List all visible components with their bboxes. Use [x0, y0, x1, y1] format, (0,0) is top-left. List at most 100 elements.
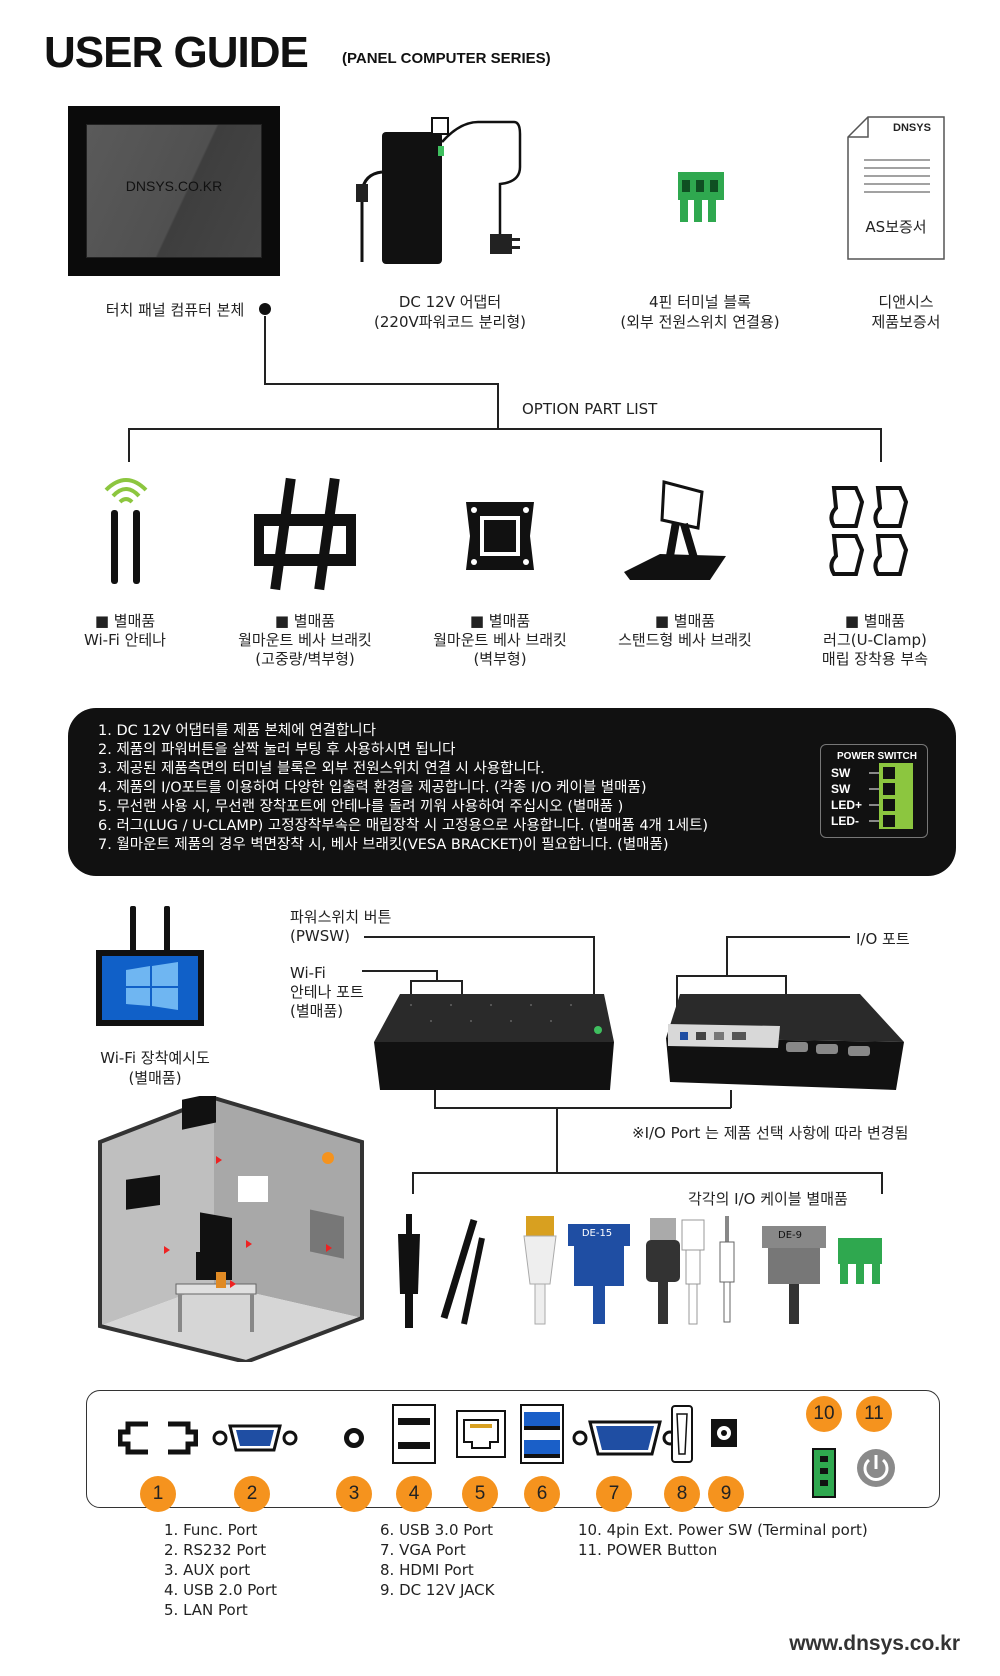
option-line: 월마운트 베사 브래킷	[433, 631, 567, 649]
option-tag: ■ 별매품	[469, 612, 531, 630]
connector-line	[264, 316, 266, 384]
option-line: 러그(U-Clamp)	[823, 631, 927, 649]
vga-port-icon	[572, 1420, 678, 1456]
warranty-document-image	[847, 116, 945, 260]
panel-screen-text: DNSYS.CO.KR	[125, 178, 223, 194]
page-title: USER GUIDE	[44, 28, 309, 77]
wifi-mount-example-image	[96, 906, 204, 1026]
notice-line: 3. 제공된 제품측면의 터미널 블록은 외부 전원스위치 연결 시 사용합니다…	[98, 761, 545, 777]
port-number-3: 3	[336, 1476, 372, 1512]
port-number-10: 10	[806, 1396, 842, 1432]
io-note: ※I/O Port 는 제품 선택 사항에 따라 변경됨	[632, 1124, 909, 1142]
hdmi-port-icon	[671, 1405, 693, 1463]
callout-line	[364, 936, 594, 938]
legend-item: 7. VGA Port	[380, 1541, 466, 1559]
panel-computer-image: DNSYS.CO.KR	[68, 106, 280, 276]
option-item-stand-bracket: ■ 별매품 스탠드형 베사 브래킷	[600, 612, 770, 650]
wall-mount-bracket-image	[466, 502, 534, 570]
power-switch-title: POWER SWITCH	[837, 751, 917, 762]
option-tag: ■ 별매품	[844, 612, 906, 630]
callout-line	[410, 980, 462, 982]
option-tag: ■ 별매품	[94, 612, 156, 630]
back-view-left-image	[374, 994, 614, 1090]
io-cables-image	[398, 1214, 882, 1328]
option-item-wall-bracket: ■ 별매품 월마운트 베사 브래킷 (벽부형)	[415, 612, 585, 669]
port-number-1: 1	[140, 1476, 176, 1512]
warranty-label-line1: 디앤시스	[878, 293, 934, 311]
port-legend-col1: 1. Func. Port 2. RS232 Port 3. AUX port …	[164, 1520, 277, 1620]
connector-line	[128, 428, 882, 430]
connector-line	[880, 428, 882, 462]
wifi-antenna-image	[104, 478, 148, 584]
port-number-11: 11	[856, 1396, 892, 1432]
legend-item: 10. 4pin Ext. Power SW (Terminal port)	[578, 1521, 868, 1539]
notice-line: 2. 제품의 파워버튼을 살짝 눌러 부팅 후 사용하시면 됩니다	[98, 742, 456, 758]
connector-line	[264, 383, 498, 385]
notice-box: 1. DC 12V 어댑터를 제품 본체에 연결합니다 2. 제품의 파워버튼을…	[68, 708, 956, 876]
terminal-label-line2: (외부 전원스위치 연결용)	[620, 313, 780, 331]
u-clamp-parts-image	[829, 486, 909, 576]
wifi-port-line1: Wi-Fi	[290, 964, 326, 982]
aux-port-icon	[344, 1428, 364, 1448]
notice-line: 7. 월마운트 제품의 경우 벽면장착 시, 베사 브래킷(VESA BRACK…	[98, 837, 669, 853]
callout-line	[436, 970, 438, 980]
power-switch-pin: SW	[831, 782, 851, 796]
wifi-example-label: Wi-Fi 장착예시도 (별매품)	[80, 1048, 230, 1088]
legend-item: 8. HDMI Port	[380, 1561, 474, 1579]
option-item-wifi: ■ 별매품 Wi-Fi 안테나	[60, 612, 190, 650]
connector-line	[128, 428, 130, 462]
option-tag: ■ 별매품	[654, 612, 716, 630]
warranty-label: 디앤시스 제품보증서	[846, 292, 966, 332]
callout-line	[730, 1090, 732, 1108]
panel-label: 터치 패널 컴퓨터 본체	[105, 301, 245, 319]
terminal-label: 4핀 터미널 블록 (외부 전원스위치 연결용)	[600, 292, 800, 332]
port-legend-col3: 10. 4pin Ext. Power SW (Terminal port) 1…	[578, 1520, 868, 1560]
callout-line	[726, 936, 850, 938]
adapter-label-line1: DC 12V 어댑터	[398, 293, 502, 311]
usb2-port-icon	[392, 1404, 436, 1464]
power-switch-pin: LED+	[831, 798, 863, 812]
wifi-port-line2: 안테나 포트	[290, 983, 364, 1001]
footer-url[interactable]: www.dnsys.co.kr	[789, 1632, 960, 1655]
option-line: 스탠드형 베사 브래킷	[618, 631, 752, 649]
notice-list: 1. DC 12V 어댑터를 제품 본체에 연결합니다 2. 제품의 파워버튼을…	[98, 722, 708, 855]
callout-line	[593, 936, 595, 1036]
port-legend-col2: 6. USB 3.0 Port 7. VGA Port 8. HDMI Port…	[380, 1520, 494, 1600]
panel-label-dot	[259, 303, 271, 315]
notice-line: 5. 무선랜 사용 시, 무선랜 장착포트에 안테나를 돌려 끼워 사용하여 주…	[98, 799, 624, 815]
pwsw-label: 파워스위치 버튼 (PWSW)	[290, 908, 391, 946]
callout-line	[676, 975, 678, 1025]
option-line: (고중량/벽부형)	[255, 650, 355, 668]
usb3-port-icon	[520, 1404, 564, 1464]
page-subtitle: (PANEL COMPUTER SERIES)	[342, 50, 551, 67]
option-item-heavy-bracket: ■ 별매품 월마운트 베사 브래킷 (고중량/벽부형)	[220, 612, 390, 669]
cables-label: 각각의 I/O 케이블 별매품	[688, 1190, 848, 1208]
legend-item: 3. AUX port	[164, 1561, 251, 1579]
io-port-label: I/O 포트	[856, 930, 910, 948]
power-switch-pin: SW	[831, 766, 851, 780]
terminal-label-line1: 4핀 터미널 블록	[649, 293, 751, 311]
port-number-9: 9	[708, 1476, 744, 1512]
callout-line	[362, 970, 436, 972]
wall-mount-heavy-bracket-image	[254, 477, 356, 591]
legend-item: 4. USB 2.0 Port	[164, 1581, 277, 1599]
callout-line	[412, 1172, 414, 1194]
power-switch-pin: LED-	[831, 814, 859, 828]
callout-line	[726, 936, 728, 976]
power-button-icon[interactable]	[856, 1448, 896, 1488]
option-list-title: OPTION PART LIST	[522, 400, 658, 418]
option-tag: ■ 별매품	[274, 612, 336, 630]
adapter-label: DC 12V 어댑터 (220V파워코드 분리형)	[350, 292, 550, 332]
callout-line	[434, 1090, 436, 1108]
connector-line	[497, 383, 499, 429]
warranty-doc-text: AS보증서	[865, 218, 927, 236]
notice-line: 1. DC 12V 어댑터를 제품 본체에 연결합니다	[98, 723, 376, 739]
dc-jack-icon	[711, 1419, 737, 1447]
func-port-icon	[118, 1421, 198, 1455]
warranty-brand: DNSYS	[893, 122, 931, 134]
option-line: Wi-Fi 안테나	[84, 631, 166, 649]
terminal-block-icon	[869, 763, 913, 829]
back-view-right-image	[666, 994, 904, 1090]
wifi-example-line1: Wi-Fi 장착예시도	[100, 1049, 210, 1067]
stand-bracket-image	[624, 480, 726, 580]
